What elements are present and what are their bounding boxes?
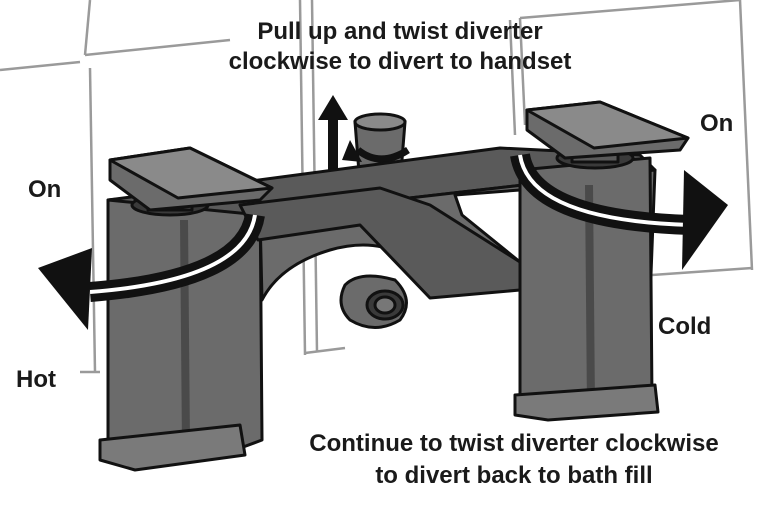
left-on-label: On [28,176,62,203]
instruction-line: Continue to twist diverter clockwise [309,430,719,457]
instruction-line: Pull up and twist diverter [257,18,543,45]
hot-label: Hot [16,366,56,393]
instruction-line: to divert back to bath fill [375,462,653,489]
left-handle [108,146,274,217]
cold-label: Cold [658,313,712,340]
twist-arrow [342,140,410,163]
right-rotation-arrow [510,152,728,270]
diverter-handset-instruction: Pull up and twist diverter clockwise to … [190,20,610,74]
diverter-bath-instruction: Continue to twist diverter clockwise to … [262,432,766,488]
instruction-line: clockwise to divert to handset [228,48,572,75]
pull-up-arrow [318,95,348,178]
left-rotation-arrow [38,212,265,330]
right-handle [525,100,690,170]
right-on-label: On [700,110,734,137]
